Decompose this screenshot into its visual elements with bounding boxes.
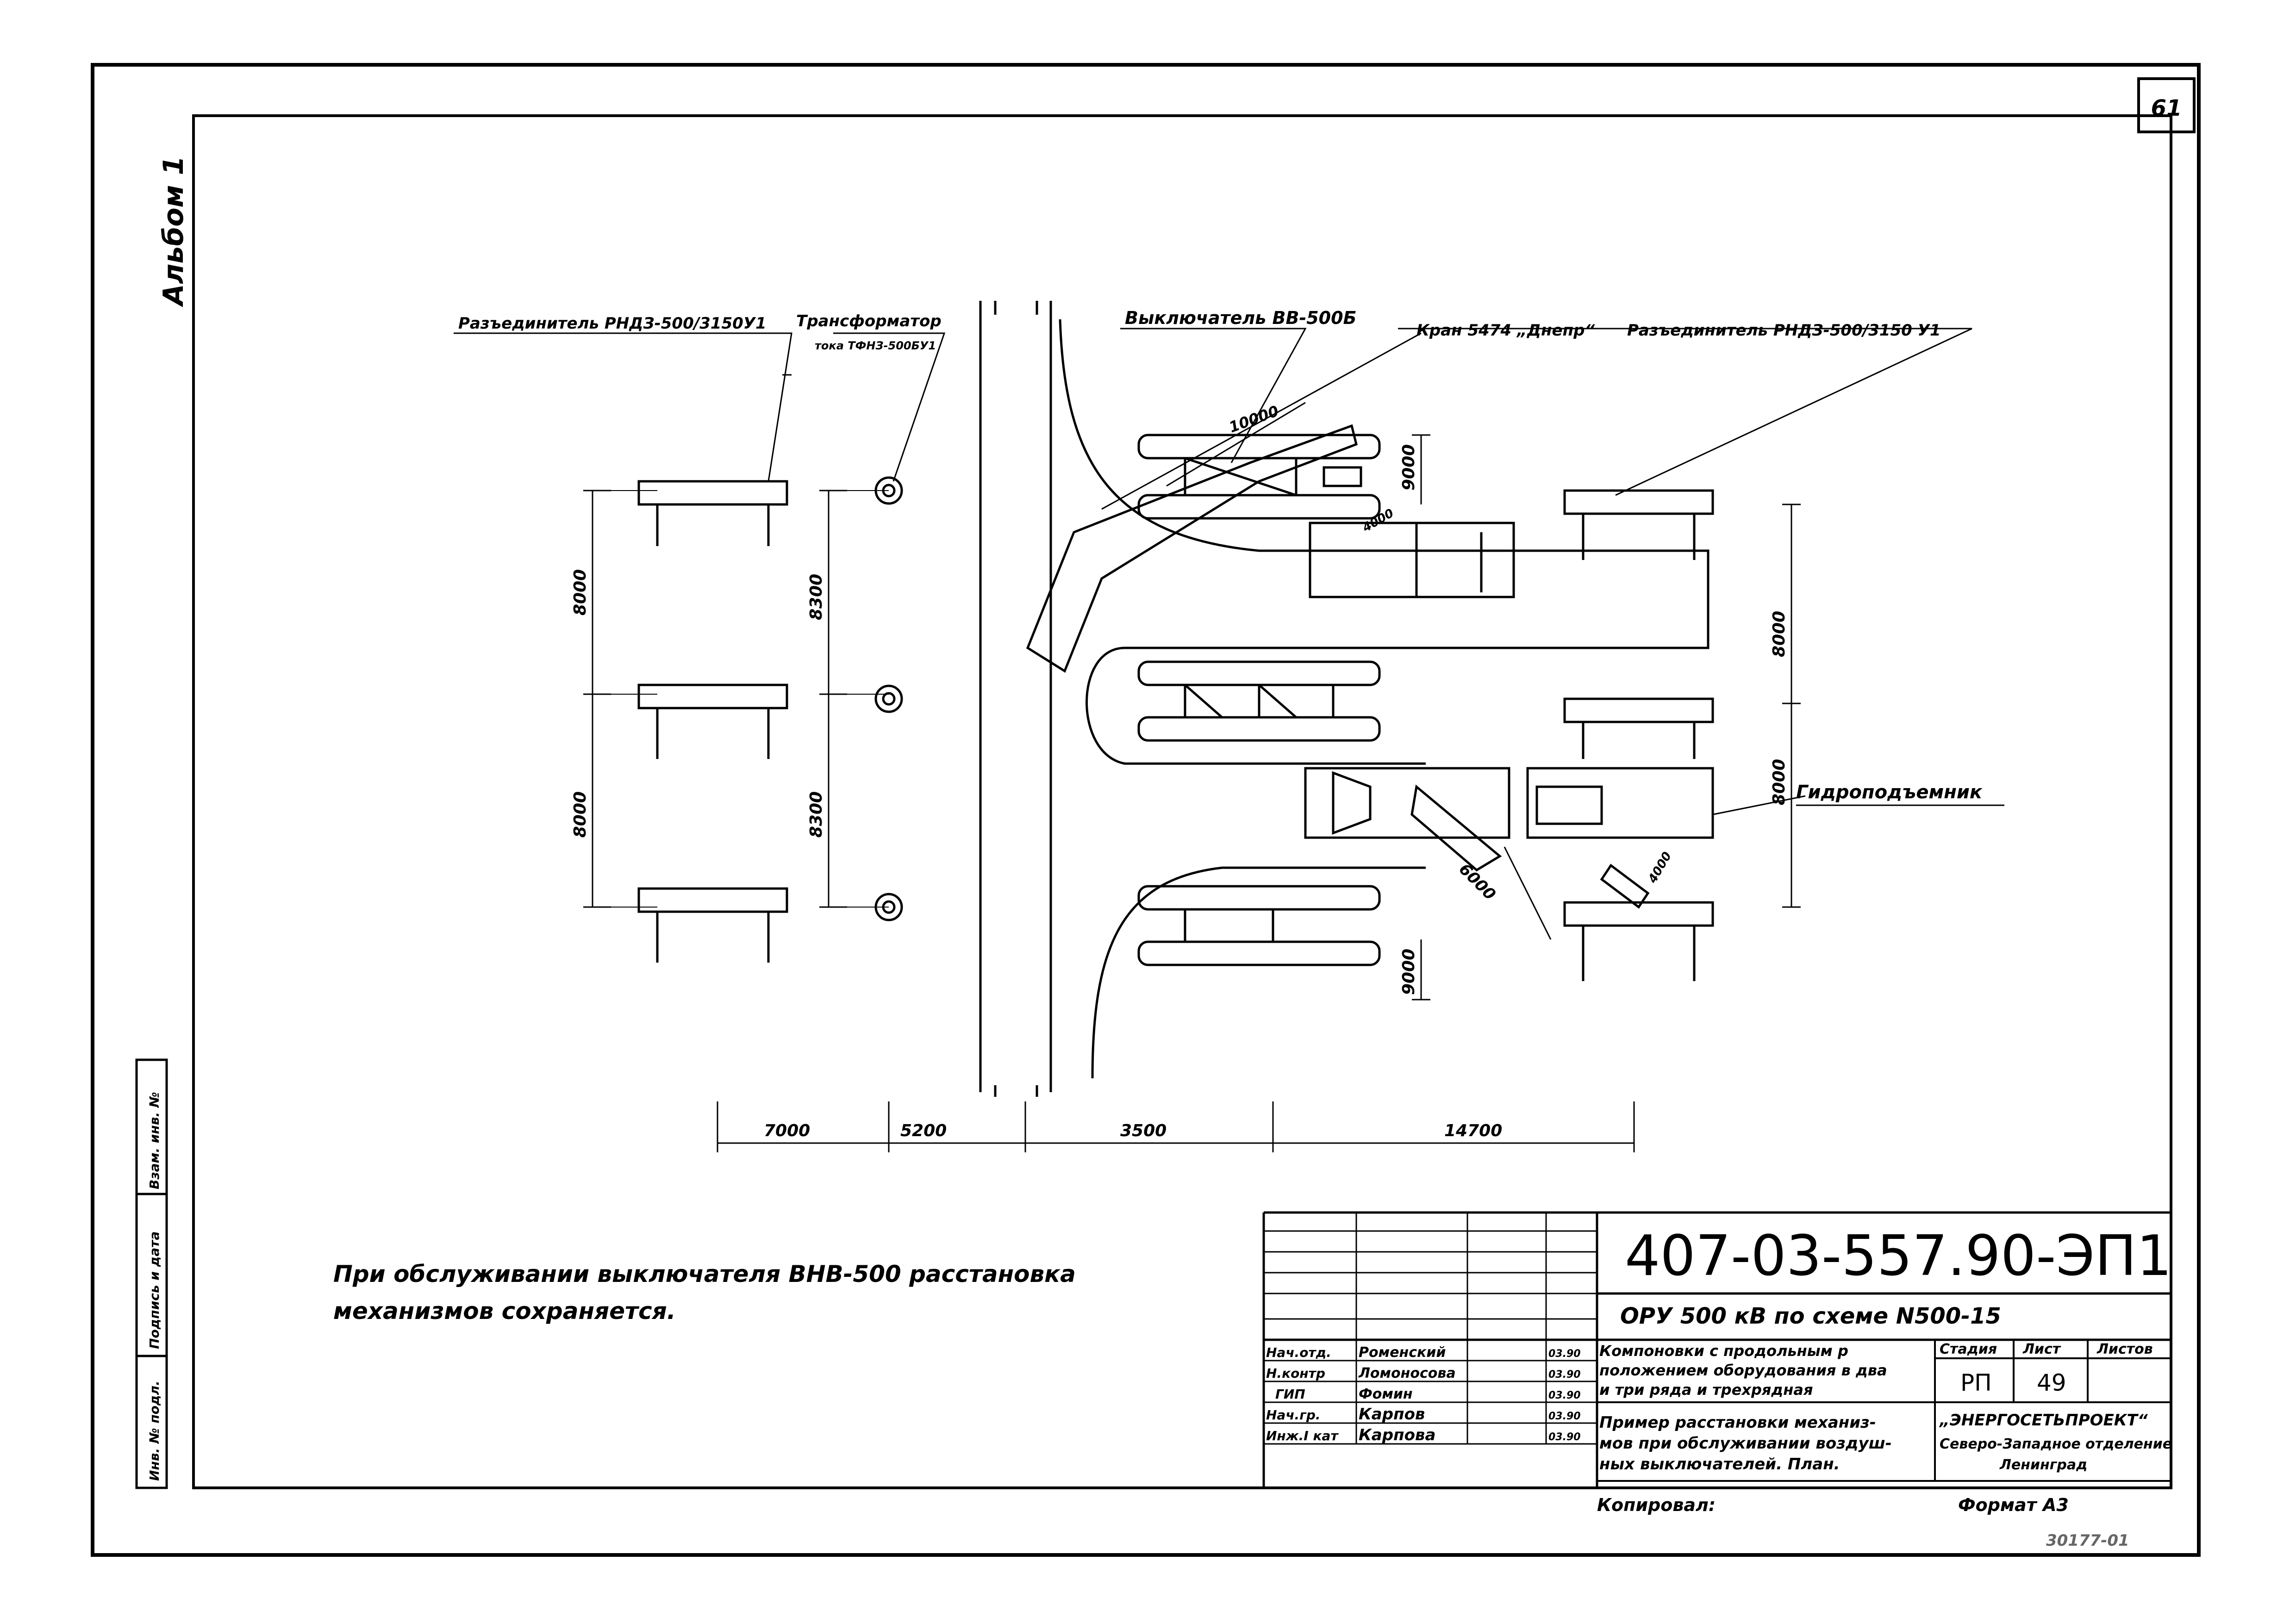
album-label: Альбом 1: [157, 156, 190, 307]
access-road-bottom: [1091, 866, 1426, 1079]
corner-code: 30177-01: [2046, 1531, 2129, 1550]
label-hydrolift: Гидроподъемник: [1796, 782, 1983, 803]
dim-9000-top: 9000: [1399, 444, 1418, 491]
current-transformer-2: [874, 684, 903, 713]
role-2: Н.контр: [1266, 1366, 1325, 1381]
date-1: 03.90: [1548, 1348, 1581, 1360]
date-2: 03.90: [1548, 1369, 1581, 1380]
dim-4000-a: 4000: [1360, 506, 1397, 535]
project-title: ОРУ 500 кВ по схеме N500-15: [1620, 1303, 2001, 1329]
date-4: 03.90: [1548, 1411, 1581, 1422]
note-line1: При обслуживании выключателя ВНВ-500 рас…: [333, 1261, 1076, 1287]
label-transformer-line1: Трансформатор: [796, 312, 942, 330]
role-3: ГИП: [1275, 1387, 1305, 1402]
disconnector-left-3: [637, 887, 788, 963]
dim-bottom-7000: 7000: [764, 1121, 810, 1140]
org-line2: Северо-Западное отделение: [1940, 1436, 2172, 1452]
label-breaker: Выключатель ВВ-500Б: [1125, 308, 1357, 328]
copied-by-label: Копировал:: [1597, 1495, 1716, 1515]
stage-header: Стадия: [1940, 1341, 1997, 1357]
current-transformer-1: [874, 476, 903, 505]
dim-8000-right-b: 8000: [1770, 759, 1789, 805]
org-line3: Ленинград: [1999, 1457, 2087, 1473]
date-3: 03.90: [1548, 1390, 1581, 1401]
crane-top: [1026, 402, 1515, 673]
access-road-top: [1059, 319, 1710, 765]
role-1: Нач.отд.: [1266, 1345, 1331, 1360]
stamp-replace-inv: Взам. инв. №: [147, 1092, 162, 1189]
disconnector-left-1: [637, 480, 788, 546]
sheet-frame: [91, 63, 2201, 1557]
label-transformer-line2: тока ТФНЗ-500БУ1: [815, 339, 936, 352]
side-stamp: Инв. № подл. Подпись и дата Взам. инв. №: [135, 1058, 168, 1489]
desc1-line1: Компоновки с продольным р: [1599, 1342, 1848, 1360]
disconnector-right-2: [1563, 697, 1714, 759]
breaker-top: [1137, 434, 1381, 520]
name-1: Роменский: [1359, 1344, 1446, 1361]
desc1-line2: положением оборудования в два: [1599, 1362, 1887, 1379]
dim-6000: 6000: [1455, 860, 1499, 904]
sheet-value: 49: [2037, 1369, 2066, 1396]
dim-bottom-3500: 3500: [1120, 1121, 1167, 1140]
note-line2: механизмов сохраняется.: [333, 1298, 676, 1325]
desc2-line1: Пример расстановки механиз-: [1599, 1413, 1876, 1432]
sheet-number: 61: [2151, 95, 2182, 121]
name-3: Фомин: [1359, 1386, 1413, 1402]
breaker-middle: [1137, 660, 1381, 742]
hydrolift: [1526, 767, 1806, 909]
dim-8000-left-b: 8000: [571, 791, 590, 838]
plan-drawing: [454, 301, 2004, 1152]
crane-bottom: [1304, 767, 1552, 940]
name-2: Ломоносова: [1358, 1365, 1456, 1381]
dim-4000-b: 4000: [1646, 850, 1675, 886]
title-block: [1262, 1211, 2171, 1488]
label-disconnector-left: Разъединитель РНДЗ-500/3150У1: [458, 314, 767, 333]
desc2-line2: мов при обслуживании воздуш-: [1599, 1434, 1892, 1453]
disconnector-left-2: [637, 684, 788, 759]
dim-bottom-14700: 14700: [1444, 1121, 1502, 1140]
current-transformer-3: [874, 893, 903, 921]
sheet-header: Лист: [2022, 1341, 2061, 1357]
breaker-bottom: [1137, 885, 1381, 966]
stamp-sign-date: Подпись и дата: [147, 1231, 162, 1349]
role-5: Инж.I кат: [1266, 1428, 1339, 1443]
dim-8000-right-a: 8000: [1770, 611, 1789, 657]
org-line1: „ЭНЕРГОСЕТЬПРОЕКТ“: [1939, 1411, 2148, 1430]
stage-value: РП: [1960, 1369, 1992, 1396]
doc-code: 407-03-557.90-ЭП1: [1625, 1224, 2172, 1288]
label-crane: Кран 5474 „Днепр“: [1416, 321, 1595, 340]
stamp-inv-no: Инв. № подл.: [147, 1380, 162, 1481]
label-disconnector-right: Разъединитель РНДЗ-500/3150 У1: [1627, 321, 1940, 340]
format-label: Формат А3: [1958, 1495, 2069, 1515]
desc2-line3: ных выключателей. План.: [1599, 1455, 1840, 1474]
road: [979, 301, 1052, 1097]
role-4: Нач.гр.: [1266, 1407, 1321, 1423]
name-5: Карпова: [1359, 1426, 1435, 1444]
desc1-line3: и три ряда и трехрядная: [1599, 1381, 1813, 1399]
dim-10000: 10000: [1227, 402, 1281, 436]
name-4: Карпов: [1359, 1405, 1425, 1424]
date-5: 03.90: [1548, 1431, 1581, 1443]
dim-8300-b: 8300: [807, 791, 826, 838]
dim-bottom-5200: 5200: [900, 1121, 947, 1140]
disconnector-right-1: [1563, 489, 1714, 560]
dim-8300-a: 8300: [807, 574, 826, 620]
dim-8000-left-a: 8000: [571, 569, 590, 616]
sheets-header: Листов: [2096, 1341, 2153, 1357]
dim-9000-bottom: 9000: [1399, 949, 1418, 995]
disconnector-right-3: [1563, 901, 1714, 981]
